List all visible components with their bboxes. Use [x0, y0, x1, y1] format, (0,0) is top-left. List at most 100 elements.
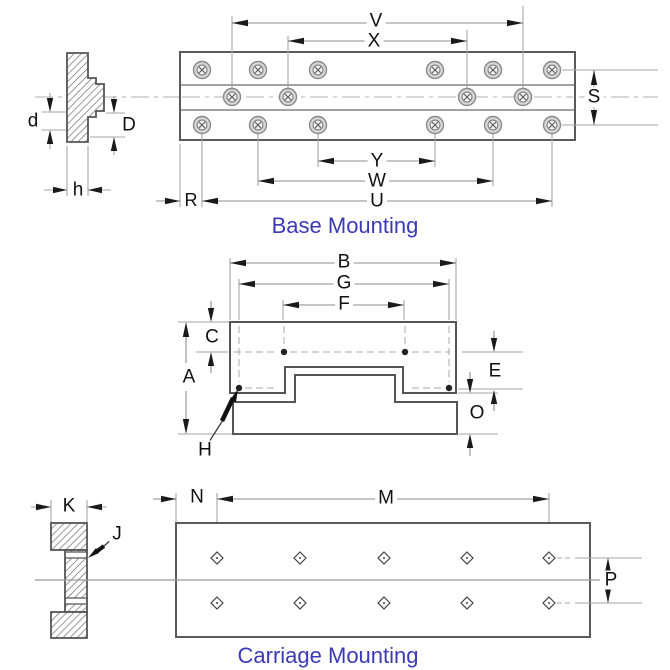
- dim-label-X: X: [364, 31, 384, 51]
- arrowhead: [230, 389, 238, 402]
- arrowhead: [182, 322, 190, 337]
- arrowhead: [590, 70, 598, 85]
- hole-axes: [234, 326, 450, 389]
- arrowhead: [87, 503, 102, 511]
- P-hole-axes: [557, 557, 573, 604]
- arrowhead: [490, 390, 498, 404]
- arrowhead: [182, 419, 190, 434]
- mounting-hole: [248, 115, 268, 135]
- arrowhead: [288, 37, 304, 45]
- dim-label-R: R: [181, 191, 201, 209]
- arrowhead: [207, 352, 215, 366]
- mounting-hole: [425, 115, 445, 135]
- arrowhead: [536, 197, 552, 205]
- arrowhead: [318, 157, 334, 165]
- dim-label-h: h: [69, 180, 87, 200]
- dim-left-extensions: [178, 321, 232, 435]
- arrowhead: [283, 301, 299, 309]
- arrowhead: [230, 259, 246, 267]
- mounting-hole: [192, 115, 212, 135]
- arrowhead: [88, 186, 102, 194]
- rail-mounting-holes: [192, 60, 562, 135]
- arrowhead: [477, 177, 493, 185]
- dim-label-H: H: [195, 440, 215, 460]
- arrowhead: [590, 110, 598, 125]
- dim-label-Y: Y: [367, 151, 387, 171]
- mounting-hole: [513, 87, 533, 107]
- arrowhead: [88, 548, 99, 558]
- dim-label-A: A: [179, 367, 199, 387]
- arrowhead: [604, 588, 612, 603]
- rail-profile-section: [66, 52, 105, 143]
- arrowhead: [217, 495, 233, 503]
- arrowhead: [53, 186, 67, 194]
- mounting-hole: [425, 60, 445, 80]
- arrowhead: [165, 197, 180, 205]
- dim-d-lines: [40, 93, 66, 149]
- arrowhead: [258, 177, 274, 185]
- dim-label-J: J: [109, 524, 125, 544]
- base-mounting-view: [35, 6, 658, 207]
- arrowhead: [490, 338, 498, 352]
- dim-bottom-extensions: [179, 131, 553, 207]
- mounting-hole: [457, 87, 477, 107]
- mounting-hole: [248, 60, 268, 80]
- arrowhead: [207, 308, 215, 322]
- groove: [66, 552, 86, 558]
- carriage-mounting-view: [31, 493, 642, 639]
- mounting-hole: [308, 60, 328, 80]
- arrowhead: [46, 98, 54, 112]
- arrowhead: [161, 495, 176, 503]
- carriage-cross-section-view: [178, 258, 523, 456]
- arrowhead: [232, 19, 248, 27]
- dim-right-extensions: [458, 351, 523, 435]
- arrowhead: [533, 495, 549, 503]
- thread-hole-centers: [216, 557, 550, 604]
- dim-label-K: K: [59, 496, 79, 516]
- dim-label-O: O: [466, 403, 488, 423]
- arrowhead: [388, 301, 404, 309]
- mounting-hole: [483, 115, 503, 135]
- screw-hole-dot: [235, 384, 243, 392]
- dim-label-S: S: [584, 87, 604, 107]
- dim-label-W: W: [365, 171, 389, 191]
- arrowhead: [202, 197, 218, 205]
- arrowhead: [466, 379, 474, 393]
- screw-hole-dot: [280, 348, 288, 356]
- mounting-hole: [192, 60, 212, 80]
- mounting-hole: [542, 115, 562, 135]
- arrowhead: [466, 434, 474, 448]
- carriage-profile-section: [50, 522, 88, 639]
- dim-label-E: E: [485, 361, 505, 381]
- dim-BGF-extensions: [229, 258, 457, 320]
- carriage-outline: [229, 321, 457, 394]
- dim-label-C: C: [202, 327, 222, 347]
- dim-label-D: D: [119, 115, 139, 135]
- arrowhead: [433, 280, 449, 288]
- rail-top-view: [179, 51, 576, 141]
- groove: [66, 598, 86, 604]
- mounting-hole: [483, 60, 503, 80]
- dim-label-d: d: [24, 111, 42, 131]
- mounting-hole: [542, 60, 562, 80]
- dim-label-P: P: [601, 570, 621, 590]
- dim-label-F: F: [335, 294, 353, 314]
- dim-label-V: V: [366, 11, 386, 31]
- arrowhead: [36, 503, 51, 511]
- arrowhead: [239, 280, 255, 288]
- screw-hole-dot: [445, 384, 453, 392]
- arrowhead: [46, 130, 54, 144]
- arrowhead: [451, 37, 467, 45]
- arrowhead: [507, 19, 523, 27]
- H-leader-thick: [219, 397, 236, 422]
- dim-label-N: N: [187, 487, 207, 507]
- dim-label-B: B: [334, 252, 354, 272]
- mounting-hole: [278, 87, 298, 107]
- dim-label-U: U: [367, 191, 387, 211]
- carriage-mounting-title: Carriage Mounting: [237, 643, 419, 668]
- rail-outline: [232, 374, 458, 435]
- mounting-hole: [308, 115, 328, 135]
- H-leader-line: [208, 419, 224, 443]
